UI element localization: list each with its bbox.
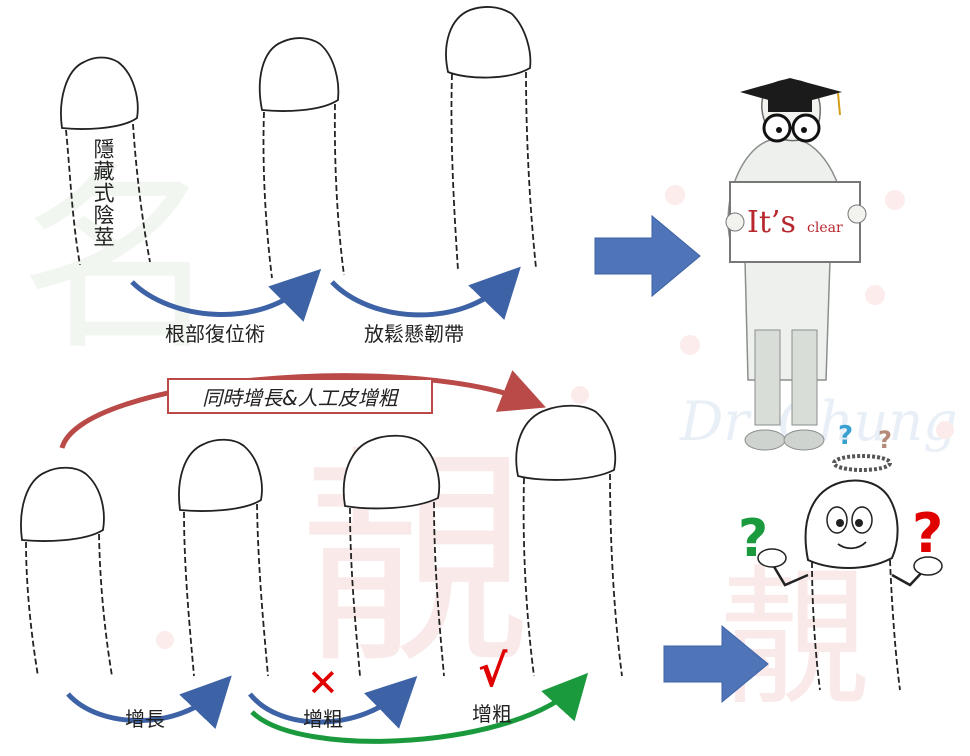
doctor-sign: It’s clear <box>725 181 867 263</box>
top-result-arrow <box>594 214 701 298</box>
hidden-penis-label: 隱藏式陰莖 <box>91 138 115 248</box>
svg-text:靚: 靚 <box>720 552 870 726</box>
root-reposition-figure <box>258 37 345 279</box>
wrong-mark-icon: ✕ <box>307 661 339 705</box>
question-mark-icon: ? <box>912 502 943 565</box>
svg-text:名: 名 <box>20 145 220 378</box>
thicken-right-arrow <box>250 672 589 744</box>
ligament-release-figure <box>445 6 537 271</box>
sign-text-big: It’s <box>747 205 796 240</box>
question-mark-icon: ? <box>838 421 853 451</box>
graduation-cap-icon <box>740 78 842 116</box>
lengthen-label: 增長 <box>125 707 165 731</box>
thicken-wrong-arrow <box>248 676 418 729</box>
right-mark-icon: √ <box>478 646 508 697</box>
sign-text-small: clear <box>807 220 843 236</box>
thicken-wrong-label: 增粗 <box>303 707 343 731</box>
ligament-release-label: 放鬆懸韌帶 <box>364 322 464 346</box>
step2-arrow <box>330 266 521 320</box>
thicken-right-label: 增粗 <box>472 702 512 726</box>
confused-cartoon-figure <box>757 454 943 691</box>
hidden-penis-figure <box>60 56 151 266</box>
question-mark-icon: ? <box>878 426 892 454</box>
bottom-result-arrow <box>663 624 769 704</box>
thickened-wrong-figure <box>342 434 445 677</box>
question-mark-icon: ? <box>738 509 768 569</box>
root-reposition-label: 根部復位術 <box>165 322 265 346</box>
lengthened-figure <box>178 438 269 677</box>
combined-procedure-banner: 同時增長&人工皮增粗 <box>167 378 433 414</box>
lengthen-arrow <box>66 675 232 729</box>
original-figure <box>20 466 113 677</box>
thickened-right-figure <box>515 404 623 677</box>
step1-arrow <box>130 268 322 322</box>
